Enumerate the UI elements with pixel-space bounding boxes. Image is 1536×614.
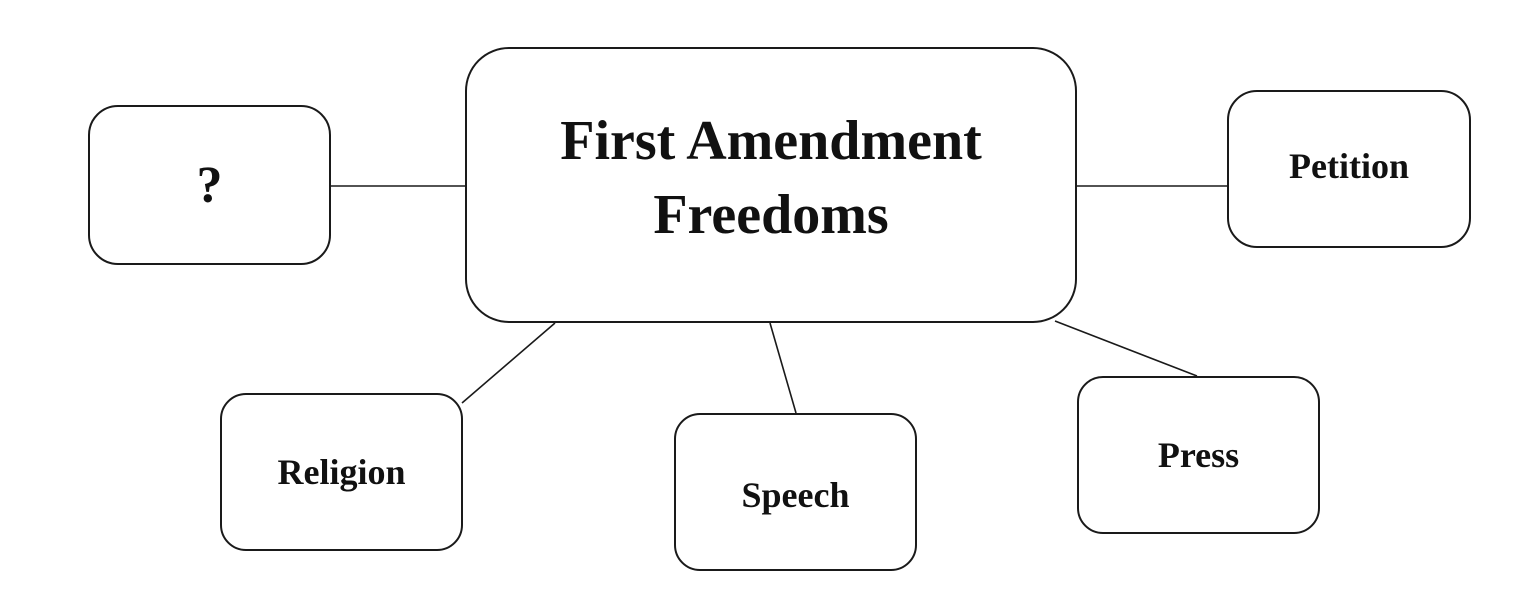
central-node-title-line2: Freedoms (653, 184, 889, 246)
connector-center-to-press (1054, 320, 1198, 377)
node-speech-label: Speech (741, 475, 850, 515)
central-node-first-amendment-freedoms: First Amendment Freedoms (465, 47, 1077, 323)
node-religion-label: Religion (277, 452, 406, 492)
central-node-title-line1: First Amendment (560, 110, 982, 172)
node-press: Press (1077, 376, 1320, 534)
node-religion: Religion (220, 393, 463, 551)
connector-center-to-speech (769, 322, 797, 414)
connector-center-to-religion (461, 322, 556, 404)
node-press-label: Press (1157, 435, 1240, 475)
node-petition-label: Petition (1289, 146, 1409, 186)
node-petition: Petition (1227, 90, 1471, 248)
node-speech: Speech (674, 413, 917, 571)
node-unknown: ? (88, 105, 331, 265)
node-unknown-label: ? (196, 156, 223, 214)
